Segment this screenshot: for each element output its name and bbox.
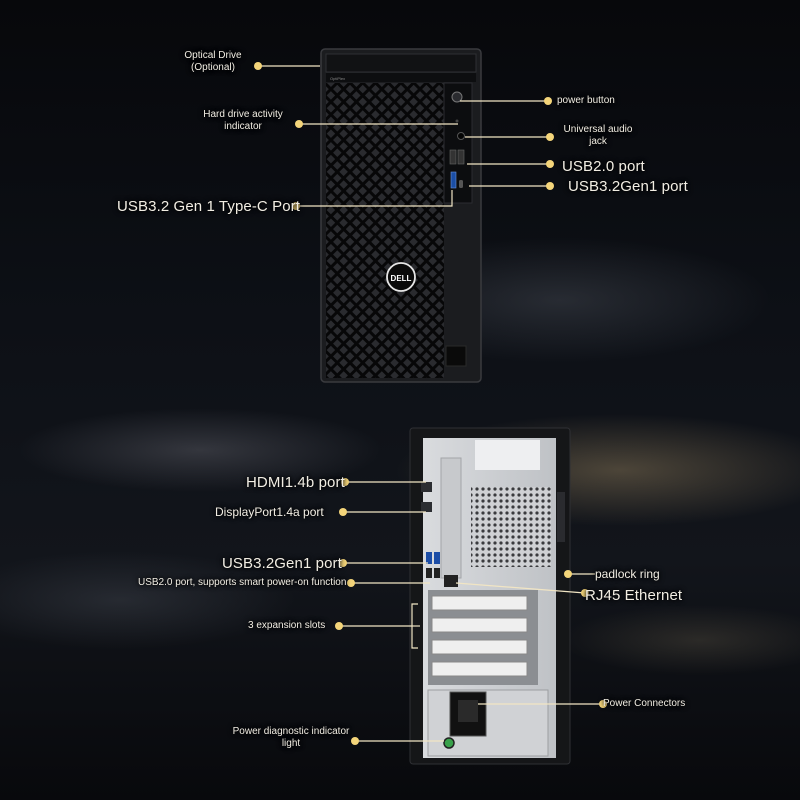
- dell-logo: DELL: [391, 274, 412, 283]
- label-power-button: power button: [557, 95, 615, 106]
- label-usb32-rear: USB3.2Gen1 port: [222, 555, 342, 572]
- label-rj45: RJ45 Ethernet: [585, 587, 683, 604]
- label-diag-light: Power diagnostic indicator light: [232, 726, 350, 749]
- label-expansion-slots: 3 expansion slots: [248, 620, 326, 631]
- label-optical-drive: Optical Drive (Optional): [184, 50, 242, 73]
- label-padlock: padlock ring: [595, 567, 660, 581]
- label-audio-jack: Universal audio jack: [563, 124, 633, 147]
- rear-tower: [409, 427, 571, 765]
- model-text: OptiPlex: [330, 76, 345, 81]
- label-hdmi: HDMI1.4b port: [246, 474, 345, 491]
- label-usb-typec: USB3.2 Gen 1 Type-C Port: [117, 198, 301, 215]
- label-usb2-front: USB2.0 port: [562, 158, 645, 175]
- label-power-connectors: Power Connectors: [603, 698, 686, 709]
- label-displayport: DisplayPort1.4a port: [215, 505, 324, 519]
- label-hdd-indicator: Hard drive activity indicator: [203, 109, 283, 132]
- callout-lines: [254, 62, 607, 745]
- label-usb2-smart: USB2.0 port, supports smart power-on fun…: [138, 577, 347, 588]
- front-tower: OptiPlex DELL: [320, 48, 482, 383]
- label-usb32-front: USB3.2Gen1 port: [568, 178, 688, 195]
